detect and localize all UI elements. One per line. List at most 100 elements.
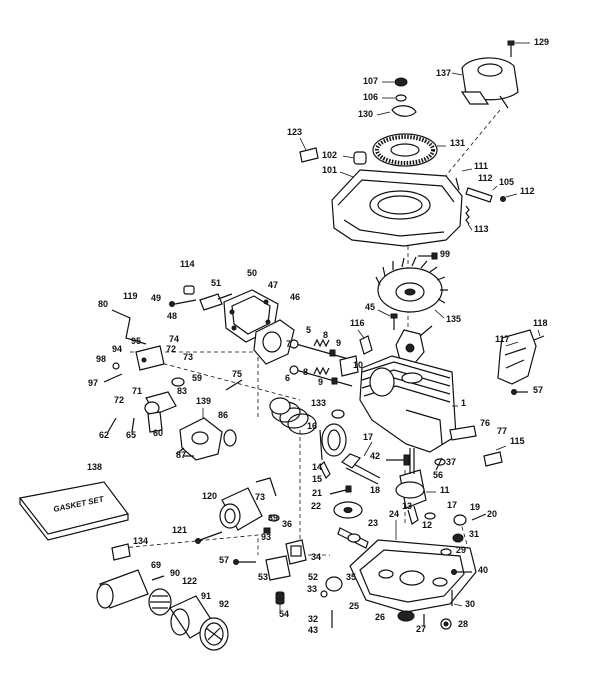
- callout-134: 134: [133, 536, 148, 546]
- callout-137: 137: [436, 68, 451, 78]
- part-92-cap: [199, 617, 229, 651]
- callout-8: 8: [303, 367, 308, 377]
- callout-139: 139: [196, 396, 211, 406]
- callout-120: 120: [202, 491, 217, 501]
- callout-11: 11: [440, 485, 450, 495]
- callout-73: 73: [255, 492, 265, 502]
- part-116-bracket: [357, 329, 373, 355]
- part-94-bracket: [135, 345, 165, 371]
- part-23-rod: [337, 527, 369, 549]
- part-90-screw: [151, 575, 165, 581]
- callout-22: 22: [311, 501, 321, 511]
- callout-37: 37: [446, 457, 456, 467]
- part-131-air-filter: [372, 133, 446, 167]
- callout-107: 107: [363, 76, 378, 86]
- part-19-spring: [453, 514, 467, 526]
- callout-48: 48: [167, 311, 177, 321]
- callout-101: 101: [322, 165, 337, 175]
- callout-131: 131: [450, 138, 465, 148]
- part-42-dipstick: [386, 454, 410, 466]
- part-36-gasket: [268, 514, 280, 522]
- callout-9: 9: [318, 377, 323, 387]
- part-130-retainer: [376, 105, 417, 117]
- callout-122: 122: [182, 576, 197, 586]
- part-113-spring: [465, 205, 473, 231]
- part-49-washer: [169, 299, 197, 307]
- part-45-screw: [377, 309, 398, 330]
- callout-34: 34: [311, 552, 321, 562]
- callout-72: 72: [114, 395, 124, 405]
- callout-53: 53: [258, 572, 268, 582]
- part-57-screw-lower: [233, 559, 256, 565]
- callout-118: 118: [533, 318, 548, 328]
- part-29-washer: [440, 548, 452, 556]
- part-106-washer: [382, 94, 407, 102]
- part-120-muffler: [219, 487, 263, 531]
- part-99-bolt: [418, 252, 438, 260]
- callout-20: 20: [487, 509, 497, 519]
- callout-5: 5: [306, 325, 311, 335]
- callout-19: 19: [470, 502, 480, 512]
- callout-87: 87: [176, 450, 186, 460]
- callout-31: 31: [469, 529, 479, 539]
- callout-119: 119: [123, 291, 138, 301]
- part-121-bolt: [195, 531, 223, 544]
- part-76-bracket: [449, 425, 477, 441]
- part-129-screw: [507, 40, 530, 57]
- callout-18: 18: [370, 485, 380, 495]
- part-valves: [289, 338, 359, 387]
- callout-106: 106: [363, 92, 378, 102]
- part-117-shield: [497, 329, 537, 385]
- callout-121: 121: [172, 525, 187, 535]
- callout-98: 98: [96, 354, 106, 364]
- callout-6: 6: [285, 373, 290, 383]
- part-97-screw: [103, 373, 123, 383]
- callout-1: 1: [461, 398, 466, 408]
- part-69-element: [96, 569, 149, 609]
- callout-26: 26: [375, 612, 385, 622]
- callout-42: 42: [370, 451, 380, 461]
- callout-116: 116: [350, 318, 365, 328]
- callout-23: 23: [368, 518, 378, 528]
- part-24-oil-sump: [349, 520, 477, 613]
- part-33-spring: [320, 590, 328, 598]
- callout-135: 135: [446, 314, 461, 324]
- callout-15: 15: [312, 474, 322, 484]
- part-26-seal: [397, 610, 415, 622]
- callout-12: 12: [422, 520, 432, 530]
- part-53-module: [265, 555, 291, 581]
- callout-52: 52: [308, 572, 318, 582]
- callout-40: 40: [478, 565, 488, 575]
- part-133-gasket: [331, 409, 345, 419]
- part-12-gear: [424, 512, 436, 520]
- part-118-screw: [533, 329, 545, 341]
- part-54-spacer: [275, 591, 285, 612]
- callout-45: 45: [365, 302, 375, 312]
- callout-27: 27: [416, 624, 426, 634]
- callout-13: 13: [402, 501, 412, 511]
- part-59-elbow: [171, 377, 185, 387]
- part-30-bolt: [451, 590, 463, 607]
- callout-24: 24: [389, 509, 399, 519]
- part-135-flywheel: [375, 256, 448, 319]
- callout-91: 91: [201, 591, 211, 601]
- part-102-breather: [342, 151, 367, 165]
- callout-51: 51: [211, 278, 221, 288]
- callout-49: 49: [151, 293, 161, 303]
- callout-86: 86: [218, 410, 228, 420]
- part-22-piston: [333, 501, 363, 519]
- part-60-hose: [147, 411, 163, 433]
- part-93-nut: [263, 527, 271, 534]
- callout-17: 17: [363, 432, 373, 442]
- callout-95: 95: [131, 336, 141, 346]
- callout-57: 57: [219, 555, 229, 565]
- part-137-fuel-tank: [451, 57, 519, 109]
- part-21-pin: [329, 485, 352, 495]
- part-1-cylinder-block: [359, 355, 458, 453]
- callout-112: 112: [520, 186, 535, 196]
- callout-114: 114: [180, 259, 195, 269]
- callout-77: 77: [497, 426, 507, 436]
- callout-102: 102: [322, 150, 337, 160]
- part-20-screw: [471, 513, 487, 521]
